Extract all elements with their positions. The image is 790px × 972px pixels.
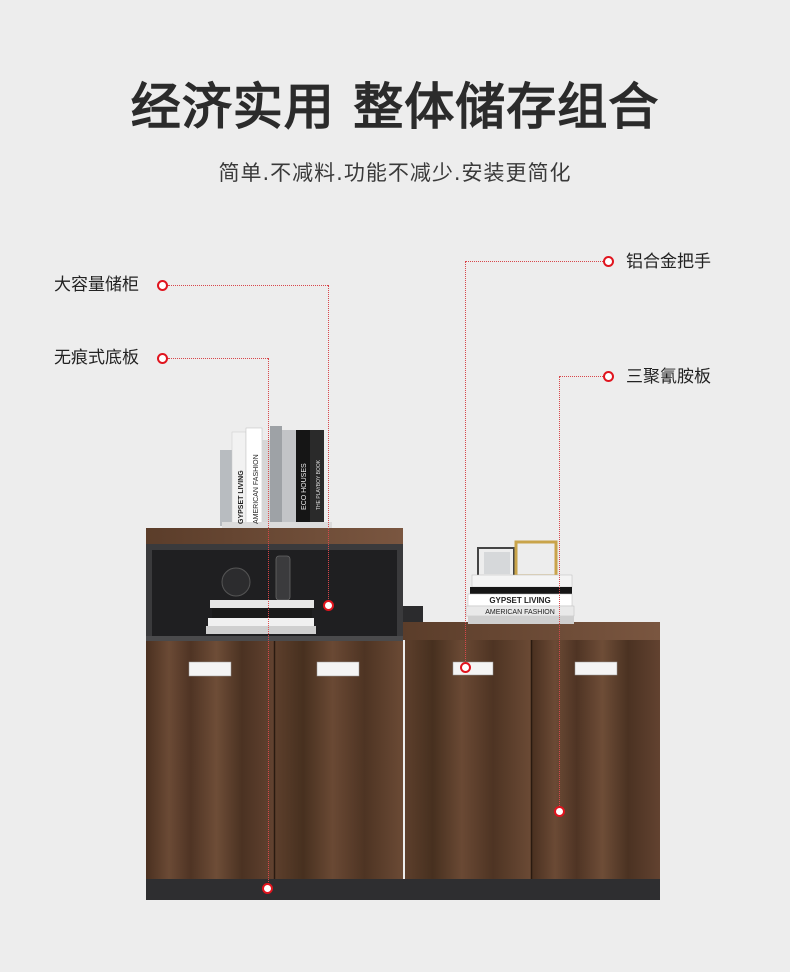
callout-line xyxy=(268,358,269,886)
book-stack-right: GYPSET LIVING AMERICAN FASHION xyxy=(465,540,575,624)
callout-dot xyxy=(157,280,168,291)
page-subtitle: 简单.不减料.功能不减少.安装更简化 xyxy=(218,161,572,185)
page-title: 经济实用 整体储存组合 xyxy=(130,78,660,136)
callout-label-panel: 三聚氰胺板 xyxy=(626,367,711,387)
callout-dot xyxy=(603,256,614,267)
callout-label-base: 无痕式底板 xyxy=(54,348,139,368)
callout-dot xyxy=(603,371,614,382)
callout-dot xyxy=(157,353,168,364)
right-cabinet xyxy=(403,606,660,900)
book-spine-text: AMERICAN FASHION xyxy=(485,609,555,616)
book-spine-text: GYPSET LIVING xyxy=(489,596,550,605)
compartment-decor xyxy=(206,555,316,634)
left-cabinet xyxy=(146,528,403,900)
book-stack-left: GYPSET LIVING AMERICAN FASHION ECO HOUSE… xyxy=(220,426,332,528)
book-spine-text: AMERICAN FASHION xyxy=(253,454,260,524)
callout-line xyxy=(168,285,328,286)
callout-dot xyxy=(262,883,273,894)
callout-line xyxy=(559,376,560,808)
callout-line xyxy=(559,376,603,377)
callout-dot xyxy=(323,600,334,611)
book-spine-text: ECO HOUSES xyxy=(301,463,308,510)
callout-label-storage: 大容量储柜 xyxy=(54,275,139,295)
callout-dot xyxy=(460,662,471,673)
callout-line xyxy=(168,358,268,359)
callout-line xyxy=(328,285,329,603)
book-spine-text: THE PLAYBOY BOOK xyxy=(316,459,322,510)
callout-label-handle: 铝合金把手 xyxy=(626,252,711,272)
book-spine-text: GYPSET LIVING xyxy=(238,470,245,524)
callout-line xyxy=(465,261,466,663)
callout-line xyxy=(465,261,603,262)
callout-dot xyxy=(554,806,565,817)
